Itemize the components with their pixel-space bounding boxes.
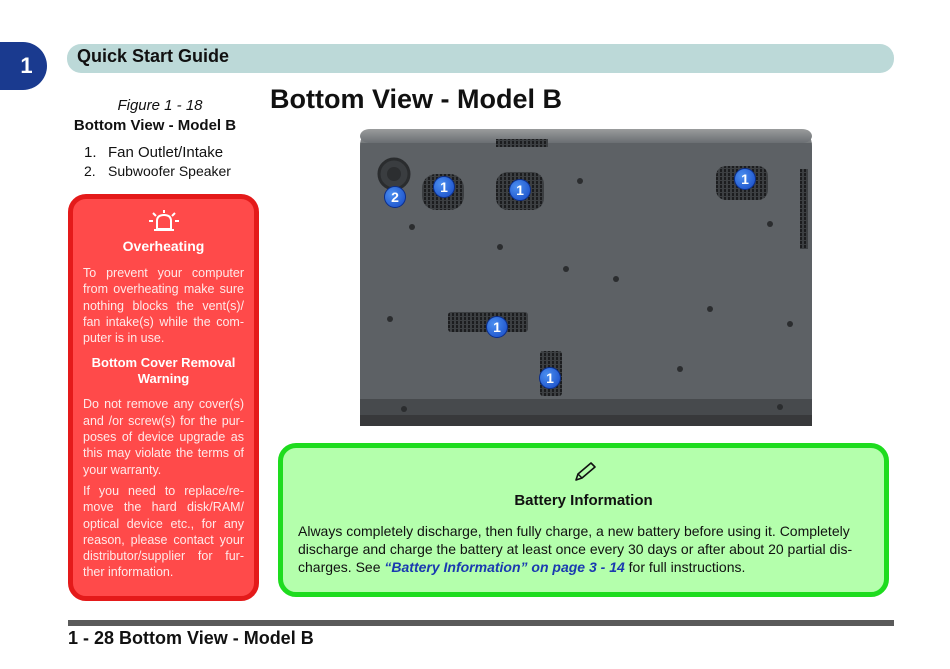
warning-heading: Overheating	[122, 238, 205, 254]
footer-rule	[68, 620, 894, 626]
figure-legend: 1. Fan Outlet/Intake 2. Subwoofer Speake…	[84, 143, 231, 181]
battery-info-note: Battery Information Always completely di…	[278, 443, 889, 597]
pencil-icon	[572, 460, 598, 489]
note-heading: Battery Information	[514, 492, 653, 509]
legend-item: 2. Subwoofer Speaker	[84, 162, 231, 181]
chapter-tab: 1	[0, 42, 47, 90]
figure-title: Bottom View - Model B	[73, 117, 237, 134]
callout-marker: 2	[384, 186, 406, 208]
note-text-part: Always completely discharge, then fully …	[298, 523, 853, 575]
warning-text: Do not remove any cover(s) and /or screw…	[83, 397, 244, 477]
legend-number: 2.	[84, 163, 96, 179]
figure-caption: Figure 1 - 18 Bottom View - Model B	[60, 96, 250, 136]
legend-label: Fan Outlet/Intake	[108, 144, 224, 161]
overheating-alarm-icon	[83, 209, 244, 235]
callout-marker: 1	[486, 316, 508, 338]
chapter-number: 1	[20, 53, 33, 78]
laptop-bottom-photo: 1 1 1 2 1 1	[360, 129, 812, 426]
footer-page-label: 1 - 28 Bottom View - Model B	[68, 628, 314, 648]
header-title: Quick Start Guide	[77, 46, 230, 66]
legend-label: Subwoofer Speaker	[108, 163, 231, 179]
callout-marker: 1	[433, 176, 455, 198]
warning-subheading: Bottom Cover Removal Warning	[91, 355, 236, 387]
note-text-part: for full instructions.	[624, 559, 746, 575]
callout-marker: 1	[539, 367, 561, 389]
warning-text: To prevent your computer from overheatin…	[83, 266, 244, 346]
legend-item: 1. Fan Outlet/Intake	[84, 143, 231, 162]
battery-info-link[interactable]: “Battery Information” on page 3 - 14	[384, 559, 625, 575]
callout-marker: 1	[509, 179, 531, 201]
figure-number: Figure 1 - 18	[117, 97, 203, 114]
page-title: Bottom View - Model B	[270, 84, 563, 114]
header-bar	[67, 44, 894, 73]
overheating-warning-box: Overheating To prevent your computer fro…	[68, 194, 259, 601]
callout-marker: 1	[734, 168, 756, 190]
warning-text: If you need to replace/re-move the hard …	[83, 483, 244, 580]
legend-number: 1.	[84, 144, 97, 161]
note-text: Always completely discharge, then fully …	[298, 522, 869, 576]
